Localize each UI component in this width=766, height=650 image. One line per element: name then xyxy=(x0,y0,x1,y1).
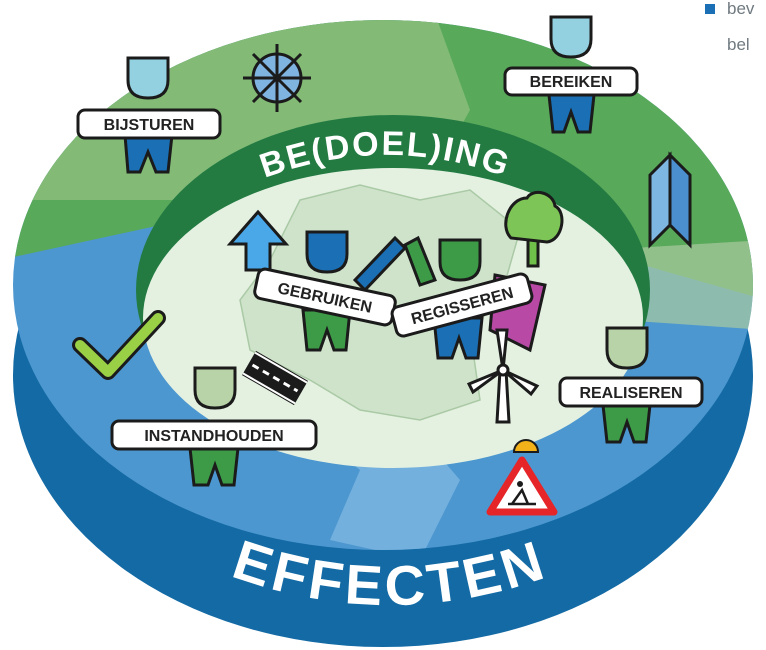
label-bijsturen: BIJSTUREN xyxy=(76,108,222,140)
checkmark-icon xyxy=(72,310,166,380)
figure-regisseren xyxy=(432,238,484,360)
label-regisseren: REGISSEREN xyxy=(390,272,534,338)
figure-realiseren xyxy=(601,326,652,444)
map-icon xyxy=(648,151,692,249)
ship-wheel-icon xyxy=(243,44,311,112)
up-arrow-icon xyxy=(226,209,290,272)
road-icon xyxy=(242,350,308,406)
figure-instandhouden xyxy=(188,366,240,487)
tree-icon xyxy=(504,190,564,268)
figure-bijsturen xyxy=(123,56,174,174)
handshake-icon xyxy=(352,235,437,293)
corner-text-line1: bev xyxy=(727,0,755,18)
svg-text:BIJSTUREN: BIJSTUREN xyxy=(104,117,195,134)
figure-bereiken xyxy=(547,15,596,134)
svg-text:BEREIKEN: BEREIKEN xyxy=(530,74,613,91)
svg-text:INSTANDHOUDEN: INSTANDHOUDEN xyxy=(144,428,283,445)
label-instandhouden: INSTANDHOUDEN xyxy=(110,419,318,451)
svg-text:REALISEREN: REALISEREN xyxy=(579,385,682,402)
label-bereiken: BEREIKEN xyxy=(503,66,639,97)
label-realiseren: REALISEREN xyxy=(558,376,704,408)
construction-sign-icon xyxy=(486,439,558,516)
bullet-marker xyxy=(705,4,715,14)
corner-text-line2: bel xyxy=(727,35,750,54)
wind-turbine-icon xyxy=(466,328,540,424)
